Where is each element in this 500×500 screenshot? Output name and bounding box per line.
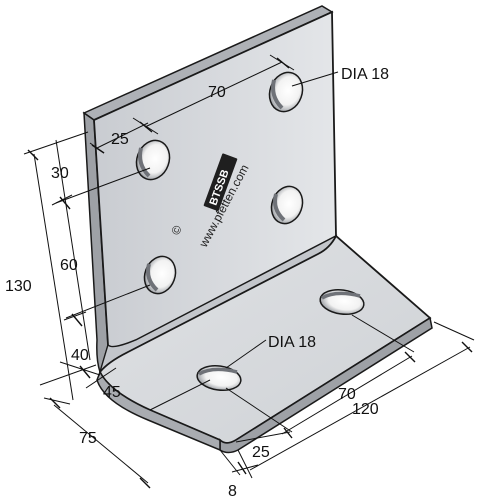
dimension-thickness-8: 8 [228,483,237,500]
dimension-bottom-25: 25 [252,444,270,461]
dimension-bottom-70: 70 [338,386,356,403]
dimension-dia-top: DIA 18 [341,66,389,83]
dimension-dia-bottom: DIA 18 [268,334,316,351]
hole-vertical-middle-right [270,185,304,225]
hole-vertical-bottom-left [143,255,177,295]
hole-vertical-top-right [268,71,304,113]
dimension-top-spacing: 70 [208,84,226,101]
hole-horizontal-left [196,364,242,392]
dimension-top-edge: 25 [111,131,129,148]
dimension-left-30: 30 [51,165,69,182]
brand-logo-box [203,153,238,212]
dimension-bottom-120: 120 [352,401,379,418]
hole-horizontal-right [319,288,365,316]
dimension-left-60: 60 [60,257,78,274]
dimension-lines [23,54,475,484]
dimension-left-130: 130 [5,278,32,295]
dimension-depth-75: 75 [79,430,97,447]
dimension-ticks [27,57,473,489]
dimension-left-40: 40 [71,347,89,364]
dimension-left-45: 45 [103,384,121,401]
